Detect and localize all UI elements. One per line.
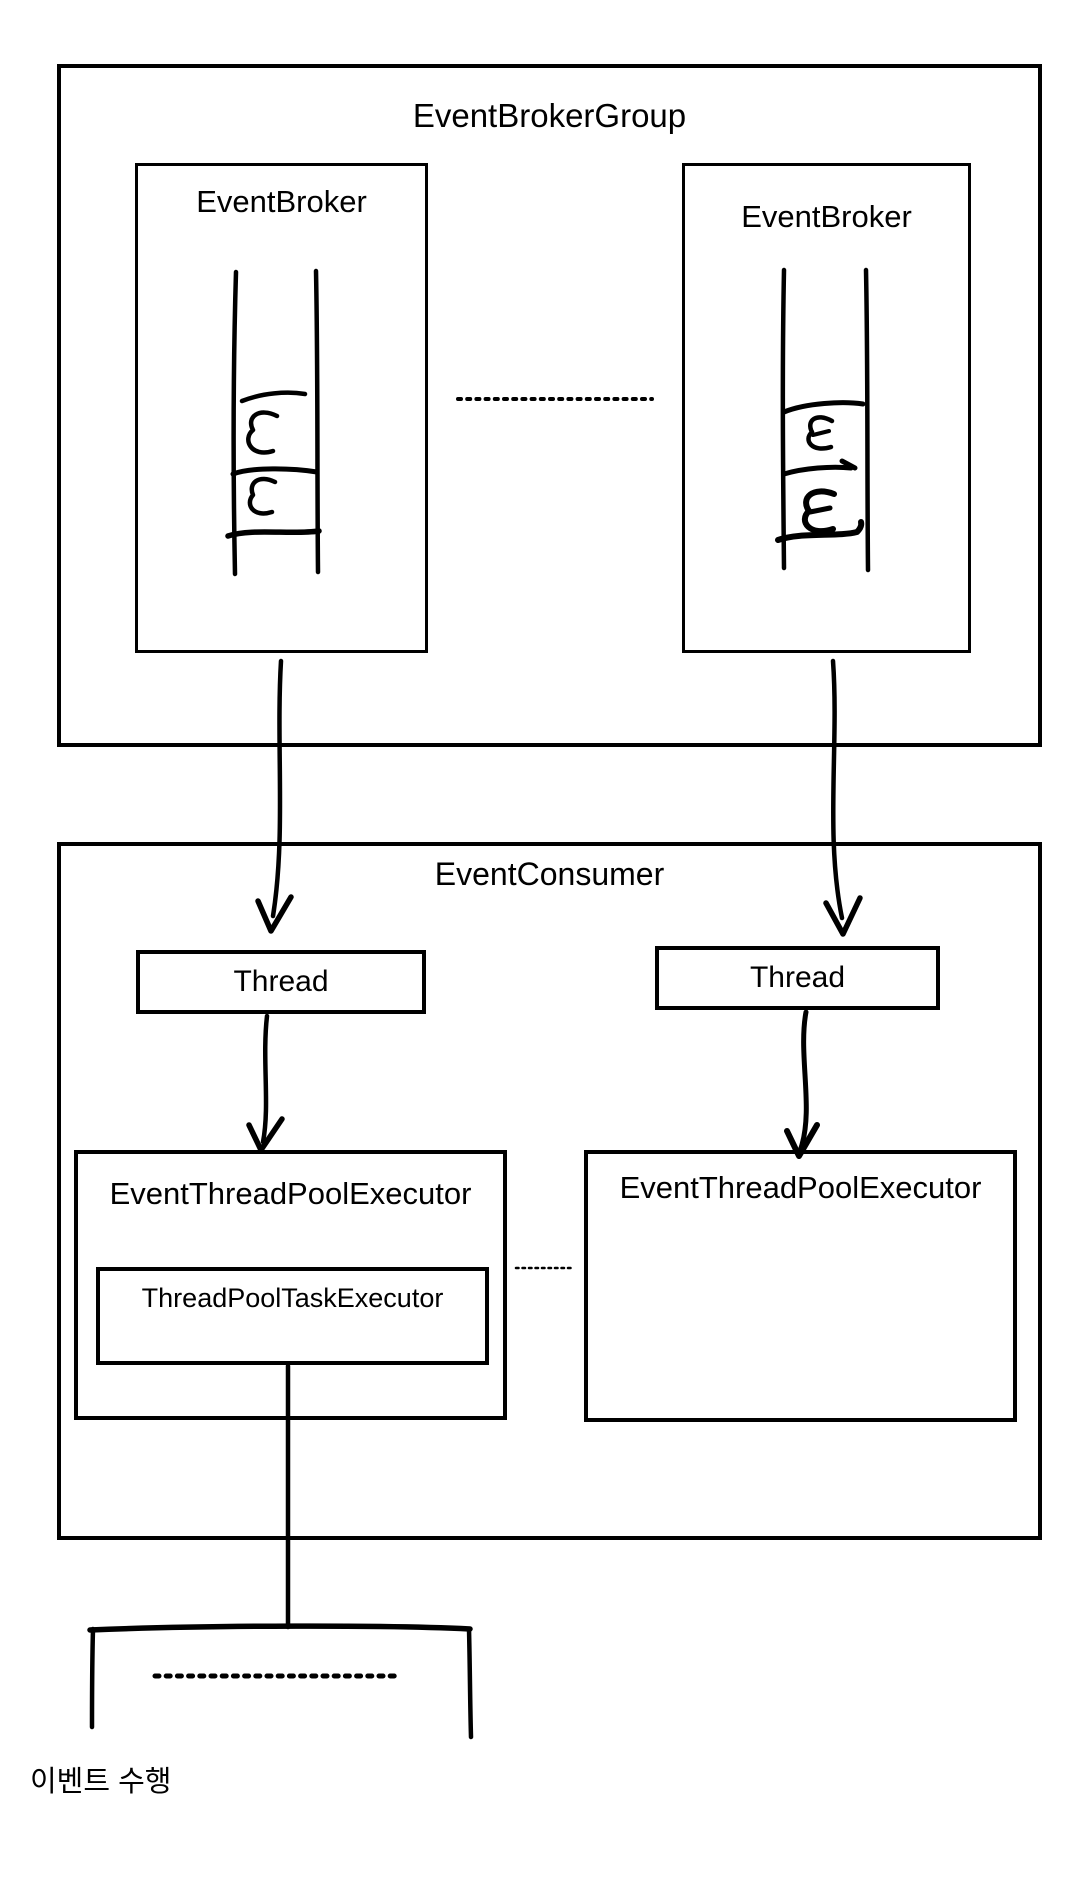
- pending-events-box: [87, 1623, 474, 1740]
- event-execution-caption: 이벤트 수행: [30, 1766, 172, 1798]
- thread-box-left: Thread: [136, 950, 426, 1014]
- thread-pool-task-executor-title: ThreadPoolTaskExecutor: [141, 1283, 444, 1313]
- thread-label-left: Thread: [233, 965, 329, 998]
- thread-label-right: Thread: [749, 961, 846, 994]
- event-broker-title-left: EventBroker: [196, 184, 367, 219]
- thread-box-right: Thread: [655, 946, 940, 1010]
- pending-box-top: [87, 1623, 473, 1633]
- event-broker-box-left: [135, 163, 428, 653]
- event-thread-pool-executor-box-left: [74, 1150, 507, 1420]
- event-broker-group-title: EventBrokerGroup: [412, 97, 687, 134]
- thread-pool-task-executor-box: [96, 1267, 489, 1365]
- event-broker-title-right: EventBroker: [741, 199, 912, 234]
- event-thread-pool-executor-title-right: EventThreadPoolExecutor: [619, 1170, 982, 1205]
- event-consumer-box: [57, 842, 1042, 1540]
- event-broker-group-box: [57, 64, 1042, 747]
- pending-box-right: [466, 1626, 474, 1740]
- event-broker-box-right: [682, 163, 971, 653]
- event-thread-pool-executor-title-left: EventThreadPoolExecutor: [109, 1176, 472, 1211]
- event-consumer-title: EventConsumer: [434, 856, 665, 892]
- pending-box-left: [89, 1626, 96, 1730]
